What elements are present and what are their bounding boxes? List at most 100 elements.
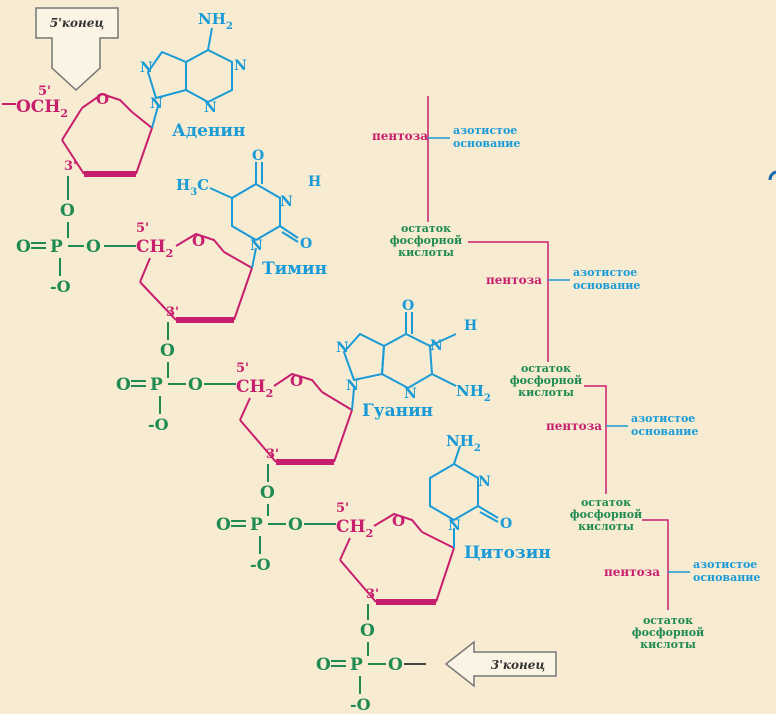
base-label-line2: основание (453, 137, 520, 150)
svg-text:N: N (150, 96, 163, 112)
svg-text:O: O (116, 375, 131, 395)
svg-text:N: N (478, 474, 491, 490)
phosphate-label-line1: остаток (401, 222, 451, 235)
nucleotide-thymine: 5' CH2 O 3' O O P O -O (116, 148, 327, 434)
phosphate-group: O P O -O (16, 237, 101, 296)
svg-text:O: O (360, 621, 375, 641)
svg-text:пентоза: пентоза (604, 565, 660, 579)
svg-text:-O: -O (148, 415, 169, 434)
svg-text:фосфорной: фосфорной (570, 508, 642, 521)
nucleotide-adenine: 5' OCH2 O 3' O O P O -O (2, 10, 247, 296)
och2-group: OCH2 (16, 97, 68, 120)
svg-text:3': 3' (166, 305, 179, 320)
svg-text:N: N (234, 58, 247, 74)
svg-text:основание: основание (631, 425, 698, 438)
deoxyribose-ring: O (339, 512, 455, 605)
svg-text:O: O (192, 232, 205, 250)
prime-3-label: 3' (64, 159, 77, 174)
subscript: 2 (60, 107, 68, 120)
svg-text:N: N (280, 194, 293, 210)
svg-text:O: O (252, 148, 264, 164)
svg-text:фосфорной: фосфорной (510, 374, 582, 387)
phosphate-group: O P O -O (316, 655, 426, 714)
svg-text:O: O (392, 512, 405, 530)
thymine-base: O N H O N H3C Тимин (176, 148, 327, 279)
svg-text:N: N (140, 60, 153, 76)
three-prime-end-arrow: 3'конец (444, 640, 557, 688)
methyl-group: H3C (176, 176, 209, 198)
svg-text:N: N (404, 386, 417, 402)
svg-text:P: P (250, 515, 263, 535)
svg-text:H: H (464, 318, 477, 334)
cytosine-base: NH2 N O N Цитозин (429, 432, 551, 563)
ch2-group: CH2 (136, 237, 173, 260)
svg-text:O: O (290, 372, 303, 390)
svg-text:O: O (288, 515, 303, 535)
five-prime-end-label: 5'конец (50, 16, 104, 30)
svg-text:NH2: NH2 (456, 382, 491, 404)
nucleotide-guanine: 5' CH2 O 3' O O P O -O (216, 298, 491, 574)
svg-text:5': 5' (336, 501, 349, 516)
svg-text:O: O (160, 341, 175, 361)
svg-text:N: N (346, 378, 359, 394)
svg-text:пентоза: пентоза (546, 419, 602, 433)
svg-text:N: N (430, 338, 443, 354)
phosphate-group: O P O -O (216, 515, 303, 574)
svg-text:O: O (188, 375, 203, 395)
svg-text:азотистое: азотистое (631, 412, 695, 425)
svg-text:кислоты: кислоты (518, 386, 574, 399)
svg-text:O: O (260, 483, 275, 503)
svg-text:O: O (16, 237, 31, 257)
svg-text:O: O (388, 655, 403, 675)
phosphorus: P (50, 237, 63, 257)
edge-fragment (768, 170, 776, 181)
svg-text:пентоза: пентоза (486, 273, 542, 287)
deoxyribose-ring: O (61, 90, 153, 177)
amino-group: NH2 (198, 10, 233, 32)
svg-text:остаток: остаток (521, 362, 571, 375)
pentose-label: пентоза (372, 129, 428, 143)
svg-text:азотистое: азотистое (693, 558, 757, 571)
svg-text:P: P (350, 655, 363, 675)
svg-text:остаток: остаток (581, 496, 631, 509)
guanine-base: N N O N H N NH2 Гуанин (336, 298, 491, 421)
cytosine-label: Цитозин (464, 543, 551, 563)
deoxyribose-ring: O (139, 232, 253, 323)
svg-text:CH2: CH2 (336, 517, 373, 540)
svg-text:N: N (204, 100, 217, 116)
svg-text:кислоты: кислоты (578, 520, 634, 533)
adenine-label: Аденин (172, 121, 246, 141)
svg-text:H: H (308, 174, 321, 190)
phosphate-label-line3: кислоты (398, 246, 454, 259)
thymine-label: Тимин (262, 259, 327, 279)
och2-text: OCH (16, 97, 60, 117)
svg-text:-O: -O (250, 555, 271, 574)
svg-text:N: N (448, 518, 461, 534)
adenine-base: N N N N NH2 Аденин (140, 10, 247, 141)
deoxyribose-ring: O (239, 372, 353, 465)
five-prime-end-arrow: 5'конец (35, 7, 119, 92)
svg-text:3': 3' (366, 587, 379, 602)
o-minus: -O (50, 277, 71, 296)
phosphate-group: O P O -O (116, 375, 203, 434)
svg-text:основание: основание (693, 571, 760, 584)
phosphate-label-line2: фосфорной (390, 234, 462, 247)
svg-text:O: O (216, 515, 231, 535)
svg-text:основание: основание (573, 279, 640, 292)
svg-text:O: O (500, 516, 512, 532)
svg-text:азотистое: азотистое (573, 266, 637, 279)
svg-text:N: N (336, 340, 349, 356)
svg-text:P: P (150, 375, 163, 395)
svg-text:фосфорной: фосфорной (632, 626, 704, 639)
phosphate-o: O (60, 201, 75, 221)
nucleotide-cytosine: 5' CH2 O 3' O O P O -O (316, 432, 551, 714)
three-prime-end-label: 3'конец (491, 658, 545, 672)
schematic-ladder: пентоза азотистое основание остаток фосф… (372, 96, 760, 651)
svg-text:N: N (250, 238, 263, 254)
svg-text:O: O (316, 655, 331, 675)
svg-text:кислоты: кислоты (640, 638, 696, 651)
svg-text:5': 5' (236, 361, 249, 376)
svg-text:3': 3' (266, 447, 279, 462)
